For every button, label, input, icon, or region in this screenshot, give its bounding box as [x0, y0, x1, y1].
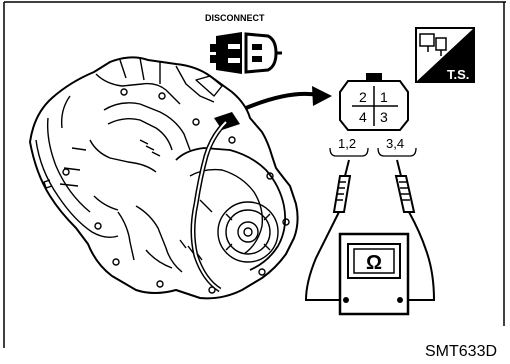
- connector-latch: [366, 73, 382, 81]
- pair-label-left: 1,2: [338, 136, 356, 151]
- pin-3: 3: [380, 109, 388, 125]
- pin-2: 2: [359, 89, 367, 105]
- ts-badge-label: T.S.: [447, 67, 469, 82]
- disconnect-connector-icon: [210, 32, 282, 74]
- meter-probe-right: [394, 159, 436, 301]
- transmission-illustration: [29, 56, 299, 300]
- frame-border: [3, 1, 506, 348]
- switch-harness: [190, 112, 240, 293]
- ohm-symbol: Ω: [366, 252, 382, 274]
- troubleshooting-connector-icon: [415, 27, 475, 83]
- ohmmeter-icon: [338, 232, 410, 316]
- pair-label-right: 3,4: [386, 136, 404, 151]
- pin-1: 1: [380, 89, 388, 105]
- pointer-arrow: [245, 86, 332, 110]
- figure-code: SMT633D: [425, 343, 497, 360]
- pair-brackets: [329, 147, 417, 157]
- pin-4: 4: [359, 109, 367, 125]
- connector-pin-diagram: 2 1 4 3: [339, 73, 409, 131]
- meter-probe-left: [304, 159, 352, 301]
- disconnect-label: DISCONNECT: [205, 13, 265, 23]
